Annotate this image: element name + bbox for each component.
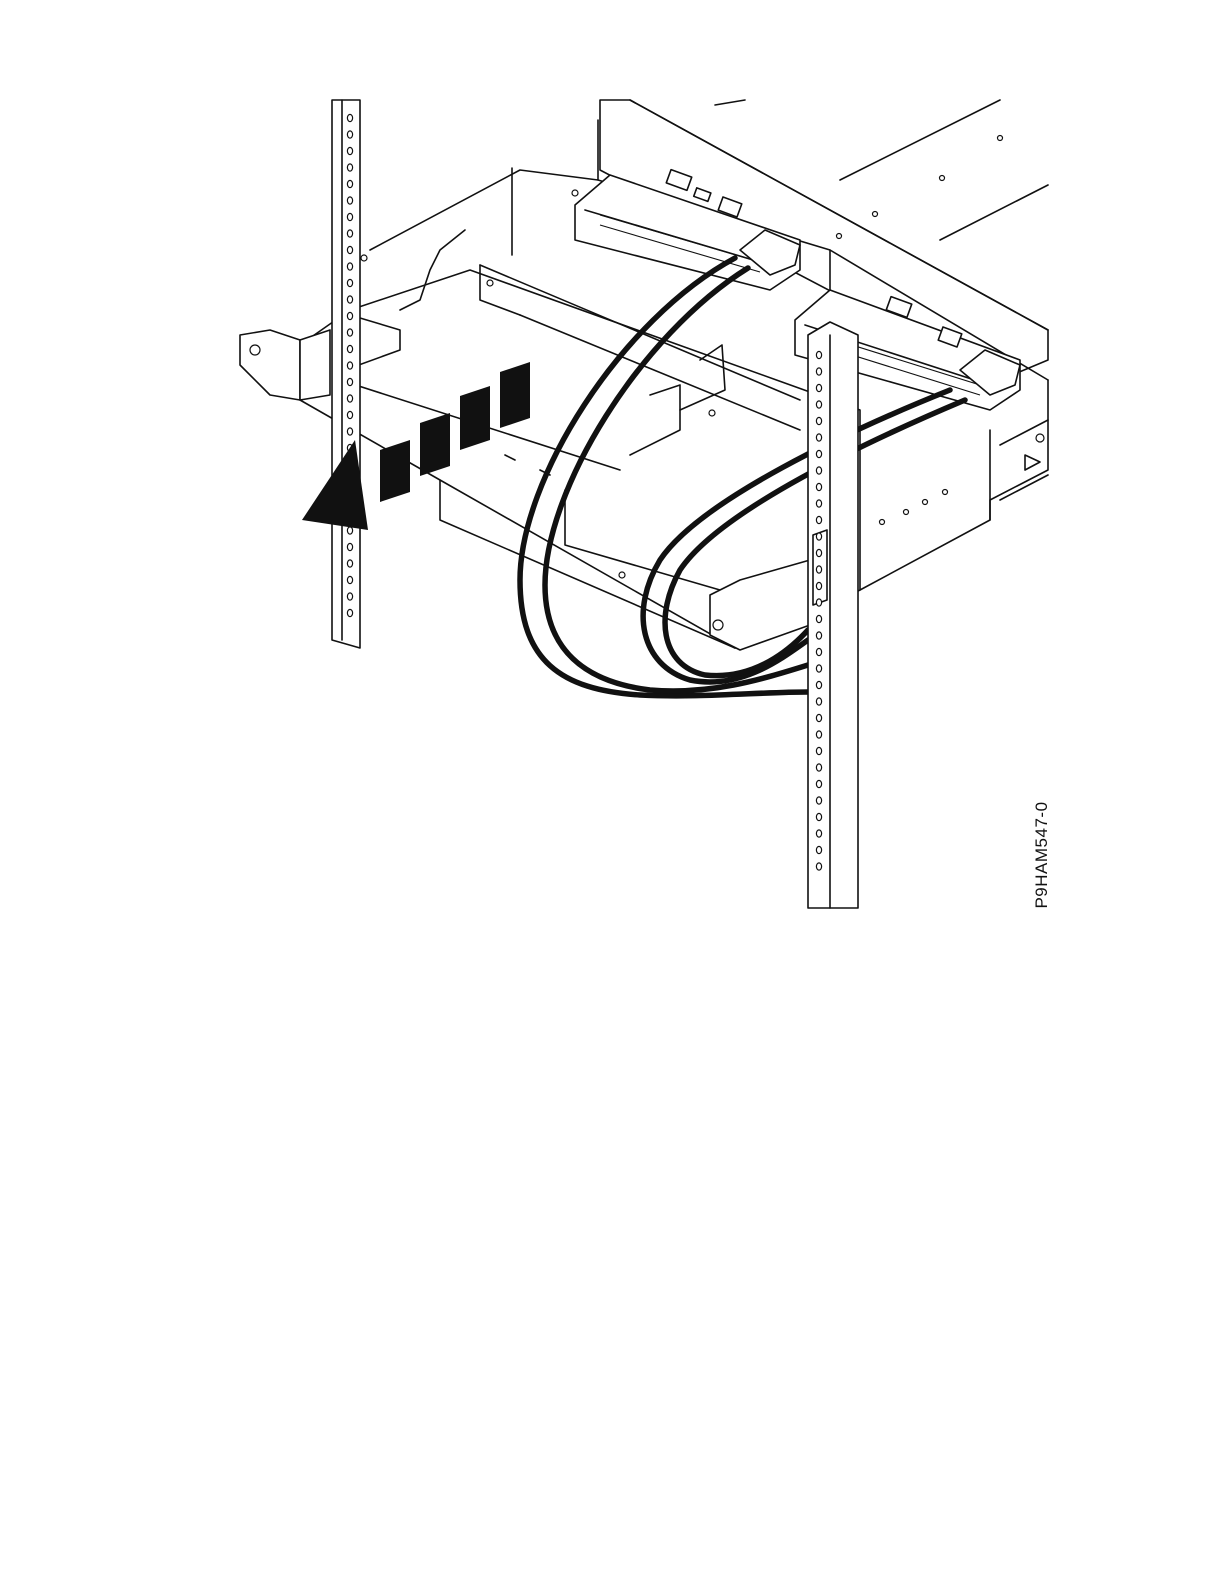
rail-hole xyxy=(816,681,821,688)
rail-hole xyxy=(347,395,352,402)
rail-hole xyxy=(816,467,821,474)
rail-hole xyxy=(347,362,352,369)
rail-hole xyxy=(816,764,821,771)
rail-hole xyxy=(347,246,352,253)
rail-hole xyxy=(816,582,821,589)
rail-hole xyxy=(816,500,821,507)
rail-hole xyxy=(347,609,352,616)
rail-hole xyxy=(816,698,821,705)
rail-hole xyxy=(347,428,352,435)
rail-hole xyxy=(347,378,352,385)
rail-hole xyxy=(347,230,352,237)
rail-hole xyxy=(816,401,821,408)
figure-id-label: P9HAM547-0 xyxy=(1032,801,1052,908)
rail-hole xyxy=(816,566,821,573)
rail-hole xyxy=(347,543,352,550)
rail-hole xyxy=(347,114,352,121)
rail-hole xyxy=(816,549,821,556)
rail-hole xyxy=(816,714,821,721)
rail-hole xyxy=(347,560,352,567)
rail-hole xyxy=(816,434,821,441)
rail-hole xyxy=(347,576,352,583)
rail-hole xyxy=(816,747,821,754)
rail-hole xyxy=(347,296,352,303)
rail-hole xyxy=(347,263,352,270)
rail-hole xyxy=(816,384,821,391)
rail-hole xyxy=(347,164,352,171)
rail-hole xyxy=(816,599,821,606)
rail-hole xyxy=(816,417,821,424)
rail-hole xyxy=(347,279,352,286)
rail-hole xyxy=(816,846,821,853)
rail-hole xyxy=(816,351,821,358)
rail-hole xyxy=(347,147,352,154)
rail-hole xyxy=(347,329,352,336)
rail-hole xyxy=(347,131,352,138)
rail-hole xyxy=(347,197,352,204)
rack-rail-right xyxy=(808,322,858,908)
rail-hole xyxy=(816,780,821,787)
rail-hole xyxy=(816,830,821,837)
rail-hole xyxy=(816,450,821,457)
rail-hole xyxy=(816,516,821,523)
rail-hole xyxy=(347,312,352,319)
rail-hole xyxy=(816,632,821,639)
rail-hole xyxy=(347,527,352,534)
rail-hole xyxy=(347,593,352,600)
rail-hole xyxy=(816,731,821,738)
rail-hole xyxy=(347,345,352,352)
rail-hole xyxy=(347,411,352,418)
rail-hole xyxy=(816,797,821,804)
rail-hole xyxy=(347,180,352,187)
rail-hole xyxy=(816,813,821,820)
rail-hole xyxy=(816,863,821,870)
rail-hole xyxy=(816,615,821,622)
rail-hole xyxy=(816,665,821,672)
rail-hole xyxy=(816,368,821,375)
rail-hole xyxy=(816,648,821,655)
rail-hole xyxy=(347,213,352,220)
rack-rail-left xyxy=(332,100,360,648)
rail-hole xyxy=(816,533,821,540)
rail-hole xyxy=(816,483,821,490)
